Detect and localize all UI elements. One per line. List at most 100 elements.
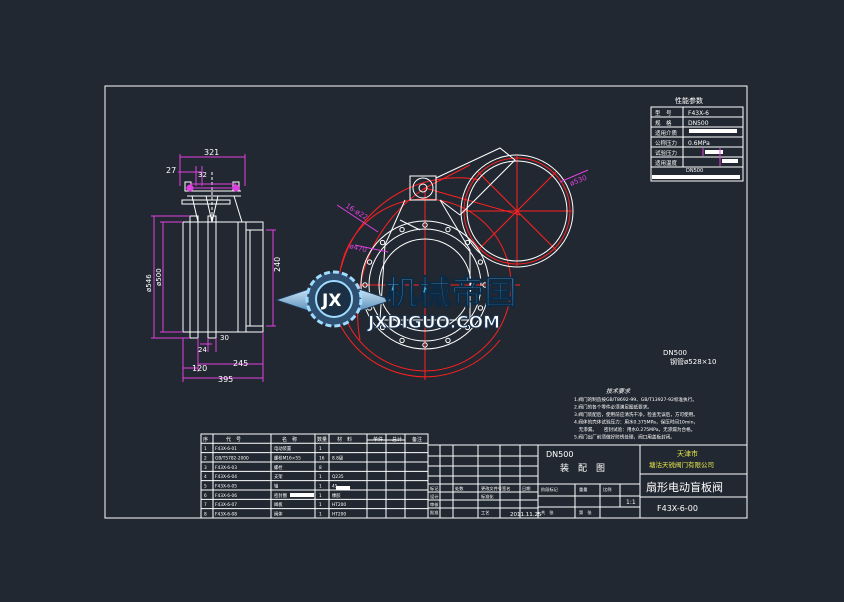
bolt-hole xyxy=(379,324,386,331)
bom-cell: GB/T5782-2000 xyxy=(215,455,249,461)
dim-32: 32 xyxy=(198,171,207,179)
logo-cn-text: 机械帝国 xyxy=(385,273,517,312)
params-key: 规 格 xyxy=(655,119,672,127)
title-company-city: 天津市 xyxy=(677,449,698,458)
dim-24: 24 xyxy=(198,346,207,354)
title-cell-label: 工艺 xyxy=(481,510,489,515)
title-product: 扇形电动盲板阀 xyxy=(646,480,723,494)
title-scale: 1:1 xyxy=(626,499,636,506)
bom-cell: F43X-6-06 xyxy=(215,493,237,499)
title-cell-label: 更改文件号 xyxy=(481,485,502,492)
dim-phi-546: ø546 xyxy=(145,274,153,292)
bom-cell: HT200 xyxy=(332,502,346,508)
title-cell-label: 共 张 xyxy=(541,509,554,516)
bom-header-cell: 单件 xyxy=(373,436,383,443)
dim-321: 321 xyxy=(204,148,219,157)
bom-cell: 支架 xyxy=(274,473,283,480)
bom-header-cell: 代 号 xyxy=(226,436,241,443)
params-key: 公称压力 xyxy=(655,139,677,147)
dim-phi-500: ø500 xyxy=(155,268,163,286)
dim-395: 395 xyxy=(218,375,233,384)
title-cell-label: 比例 xyxy=(603,486,611,493)
bom-cell: 橡胶 xyxy=(332,492,341,499)
bom-header-cell: 总计 xyxy=(392,436,402,443)
title-cell-label: 签名 xyxy=(502,485,510,492)
params-value: 0.6MPa xyxy=(688,140,710,147)
params-key: 适用介质 xyxy=(655,129,678,137)
bom-cell: 螺栓 xyxy=(274,464,283,471)
bom-cell: 轴 xyxy=(274,482,278,489)
bom-cell: 1 xyxy=(319,493,322,499)
bom-cell: 3 xyxy=(204,465,207,471)
side-view: 321 27 32 ø546 ø500 240 30 24 120 245 39… xyxy=(145,148,282,384)
gear-icon xyxy=(305,270,363,328)
dim-245: 245 xyxy=(233,359,248,368)
pipe-spec: 钢管ø528×10 xyxy=(670,357,716,366)
bolt-hole xyxy=(482,282,488,288)
tech-line: 2.阀门的各个零件必须满足图纸要求。 xyxy=(574,404,652,411)
bolt-hole xyxy=(366,259,373,265)
tech-line: 5.阀门出厂前须做好防锈处理，阀口用盖板封闭。 xyxy=(574,434,675,441)
bom-cell: F43X-6-01 xyxy=(215,446,237,452)
dim-phi-470: ø470 xyxy=(348,242,367,254)
bom-cell: 1 xyxy=(319,446,322,452)
bom-cell: 螺栓M16×55 xyxy=(274,454,301,461)
title-cell-label: 批准 xyxy=(430,509,438,516)
dim-120: 120 xyxy=(192,364,207,373)
params-key: 适用温度 xyxy=(655,159,678,167)
bolt-hole xyxy=(445,226,451,233)
title-date: 2011.11.25 xyxy=(510,512,542,518)
title-drawing-no: DN500 xyxy=(546,450,573,459)
bom-cell: 8 xyxy=(204,512,207,518)
bom-cell: 1 xyxy=(204,446,207,452)
bom-cell: 阀板 xyxy=(274,501,283,508)
front-view: 16-ø22 ø470 ø530 xyxy=(329,147,589,380)
bom-cell: 1 xyxy=(319,474,322,480)
bom-cell: 密封圈 xyxy=(274,492,287,499)
title-cell-label: 标记 xyxy=(430,485,439,492)
bom-cell: F43X-6-07 xyxy=(215,502,237,508)
bom-header-cell: 材 料 xyxy=(337,436,352,443)
bom-cell: 1 xyxy=(319,483,322,489)
title-cell-label: 审核 xyxy=(430,501,439,508)
params-value: DN500 xyxy=(688,120,709,127)
title-cell-label: 日期 xyxy=(522,486,530,492)
bom-header-cell: 数量 xyxy=(317,436,327,443)
bom-cell: 电动装置 xyxy=(274,445,292,452)
bolt-hole xyxy=(477,305,484,311)
bom-cell: F43X-6-08 xyxy=(215,512,237,518)
title-cell-label: 设计 xyxy=(430,493,438,500)
tech-line: 3.阀门装配后，使用前应清洗干净，检查无误后，方可使用。 xyxy=(574,411,698,418)
bom-cell: 8 xyxy=(319,465,322,471)
dim-phi-530: ø530 xyxy=(569,174,588,188)
params-title: 性能参数 xyxy=(675,96,703,105)
bolt-hole xyxy=(464,324,471,331)
title-block: 标记处数更改文件号签名日期设计标准化审核批准工艺阶段标记重量比例共 张第 张 D… xyxy=(427,444,748,519)
bom-cell: 8.8级 xyxy=(332,454,344,461)
dim-27: 27 xyxy=(166,166,176,175)
bom-cell: 5 xyxy=(204,483,207,489)
tech-line: 1.阀门的制造按GB/T8692-99、GB/T13927-92标准执行。 xyxy=(574,396,697,403)
dim-240: 240 xyxy=(273,257,282,272)
tech-requirements: 技术要求 1.阀门的制造按GB/T8692-99、GB/T13927-92标准执… xyxy=(574,387,698,441)
watermark-logo: JX 机械帝国 JXDIGUO.COM xyxy=(274,270,518,334)
bolt-hole xyxy=(362,282,368,288)
bom-cell: 1 xyxy=(319,512,322,518)
title-cell-label: 标准化 xyxy=(481,493,494,500)
bolt-hole xyxy=(445,337,451,344)
bolt-hole xyxy=(477,259,484,265)
bom-header-cell: 序 xyxy=(203,436,208,443)
bolt-hole xyxy=(379,239,386,246)
bolt-hole xyxy=(399,337,405,344)
tech-line: 4.阀体的壳体试验压力：用水0.375MPa，保压时间10min， xyxy=(574,419,698,426)
logo-badge: JX xyxy=(321,291,341,311)
tech-line: 无渗漏。 密封试验：用水0.275MPa，无渗漏为合格。 xyxy=(574,426,695,433)
logo-en-text: JXDIGUO.COM xyxy=(367,313,500,333)
bom-cell: 6 xyxy=(204,493,207,499)
bom-cell: F43X-6-04 xyxy=(215,474,237,480)
params-value: F43X-6 xyxy=(688,110,709,117)
bom-header-cell: 备注 xyxy=(412,436,422,443)
